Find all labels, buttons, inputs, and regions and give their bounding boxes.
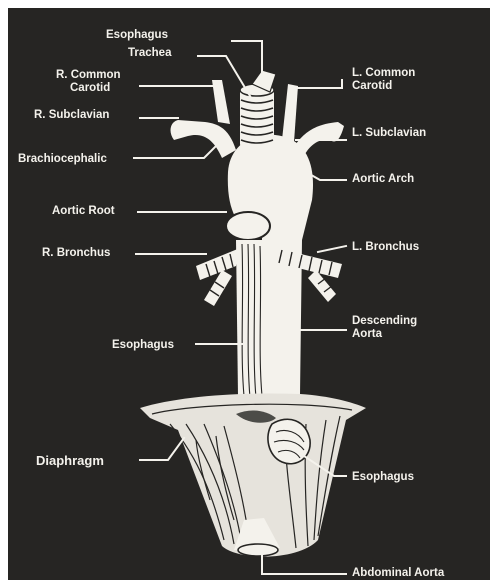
label-descending-aorta-line2: Aorta bbox=[352, 328, 383, 340]
leader-esophagus-top bbox=[232, 41, 262, 72]
right-bronchus-shape bbox=[196, 248, 240, 306]
label-trachea: Trachea bbox=[128, 47, 172, 59]
label-r-common-carotid-line2: Carotid bbox=[70, 82, 110, 94]
brachiocephalic-shape bbox=[171, 120, 236, 158]
label-descending-aorta-line1: Descending bbox=[352, 315, 417, 327]
l-common-carotid-shape bbox=[282, 84, 298, 142]
trachea-shape bbox=[240, 84, 274, 148]
aortic-root-shape bbox=[226, 212, 270, 240]
label-l-subclavian: L. Subclavian bbox=[352, 127, 426, 139]
label-r-common-carotid-line1: R. Common bbox=[56, 69, 121, 81]
label-aortic-root: Aortic Root bbox=[52, 205, 115, 217]
label-l-bronchus: L. Bronchus bbox=[352, 241, 419, 253]
label-r-subclavian: R. Subclavian bbox=[34, 109, 109, 121]
label-l-common-carotid-line1: L. Common bbox=[352, 67, 415, 79]
label-esophagus-mid: Esophagus bbox=[112, 339, 174, 351]
esophagus-mid-shape bbox=[236, 240, 266, 401]
leader-brachiocephalic bbox=[134, 146, 216, 158]
label-abdominal-aorta: Abdominal Aorta bbox=[352, 567, 445, 579]
label-l-common-carotid-line2: Carotid bbox=[352, 80, 392, 92]
label-diaphragm: Diaphragm bbox=[36, 453, 104, 468]
label-esophagus-top: Esophagus bbox=[106, 29, 168, 41]
label-esophagus-low: Esophagus bbox=[352, 471, 414, 483]
label-aortic-arch: Aortic Arch bbox=[352, 173, 414, 185]
leader-l-common-carotid bbox=[296, 80, 342, 88]
leader-diaphragm bbox=[140, 438, 184, 460]
anatomy-illustration bbox=[140, 70, 366, 557]
leader-l-bronchus bbox=[318, 246, 346, 252]
leader-abdominal-aorta bbox=[262, 556, 346, 574]
label-r-bronchus: R. Bronchus bbox=[42, 247, 110, 259]
label-brachiocephalic: Brachiocephalic bbox=[18, 153, 107, 165]
